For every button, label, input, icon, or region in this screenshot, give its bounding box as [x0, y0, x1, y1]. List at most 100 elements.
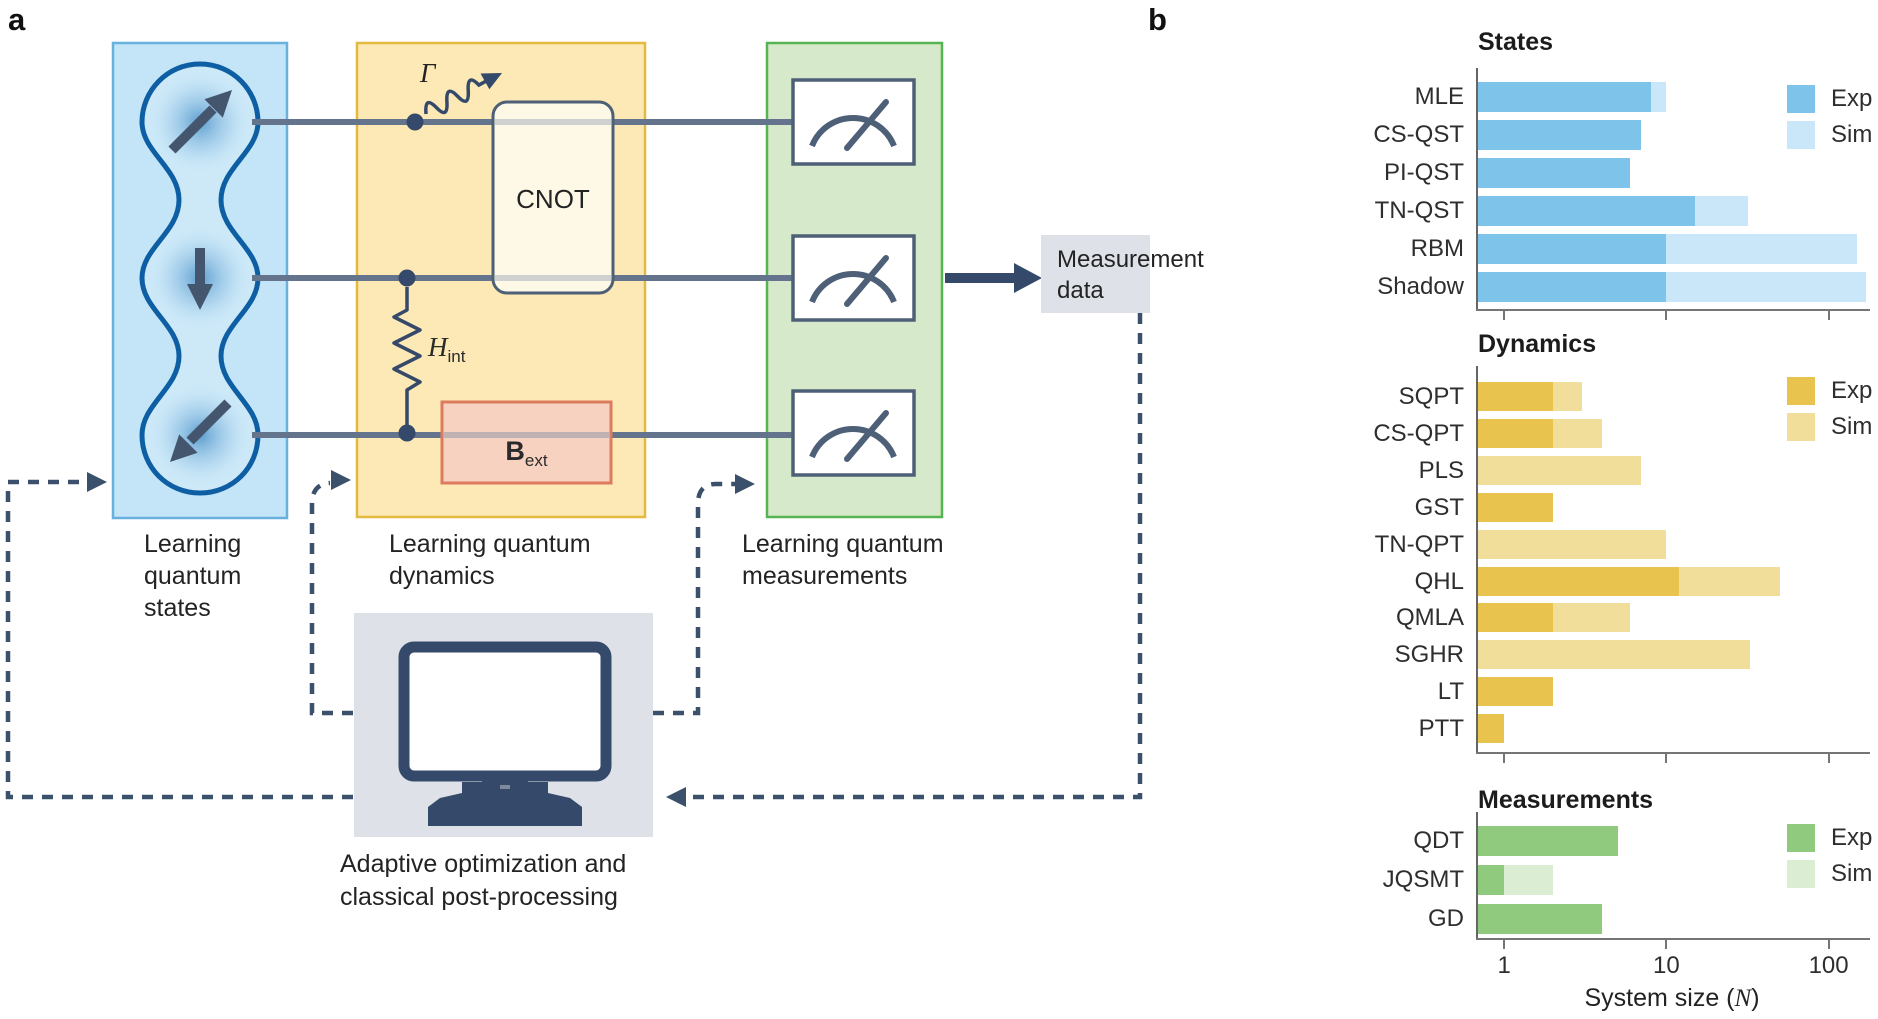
legend-label-exp: Exp: [1831, 85, 1873, 112]
legend-swatch-sim: [1787, 413, 1815, 441]
spin-up-right-arrowhead-icon: [204, 90, 232, 118]
legend-swatch-exp: [1787, 377, 1815, 405]
feedback-arrowhead-icon: [666, 787, 686, 807]
monitor-icon: [398, 641, 612, 826]
data-arrowhead-icon: [1014, 263, 1042, 293]
row-label: QMLA: [1395, 604, 1464, 631]
chart-x-axis: [1476, 938, 1870, 940]
meter-dial-icon: [809, 425, 897, 459]
x-tick-mark: [1827, 940, 1830, 949]
bar-sim: [1666, 272, 1866, 302]
bar-exp: [1478, 234, 1667, 264]
states-caption: Learning quantum states: [144, 530, 242, 622]
bar-exp: [1478, 272, 1667, 302]
cnot-label: CNOT: [516, 184, 590, 214]
bext-label: Bext: [442, 436, 611, 471]
bar-exp: [1478, 382, 1553, 411]
bar-exp: [1478, 567, 1680, 596]
x-tick-mark: [1503, 311, 1506, 320]
chart-left-spine: [1476, 68, 1478, 311]
meter-needle-icon: [844, 99, 889, 151]
bar-exp: [1478, 419, 1553, 448]
feedback-to-dynamics-path: [309, 480, 353, 716]
meter-dial-icon: [809, 114, 897, 148]
meters: [791, 78, 916, 477]
x-tick-mark: [1827, 754, 1830, 763]
bar-exp: [1478, 603, 1553, 632]
spin-down-left-arrowhead-icon: [170, 434, 198, 462]
chart-left-spine: [1476, 366, 1478, 754]
legend-swatch-sim: [1787, 121, 1815, 149]
panel-a-schematic: [5, 41, 1150, 837]
bar-sim: [1666, 234, 1858, 264]
meter-box: [791, 389, 916, 477]
row-label: QDT: [1413, 827, 1464, 854]
feedback-arrowhead-icon: [331, 470, 351, 490]
row-label: SQPT: [1398, 383, 1464, 410]
bar-exp: [1478, 904, 1602, 934]
spin-up-right-arrow-icon: [168, 105, 217, 154]
bar-exp: [1478, 714, 1505, 743]
x-tick-label: 10: [1653, 952, 1680, 979]
wire-node: [398, 269, 416, 287]
panel-b-letter: b: [1148, 2, 1167, 37]
wire-node: [406, 113, 424, 131]
legend-label-sim: Sim: [1831, 121, 1873, 148]
bar-exp: [1478, 865, 1505, 895]
external-field-box: [440, 400, 613, 485]
bar-exp: [1478, 158, 1631, 188]
meter-needle-icon: [844, 410, 889, 462]
row-label: SGHR: [1394, 641, 1464, 668]
row-label: CS-QPT: [1373, 420, 1464, 447]
bar-sim: [1650, 82, 1667, 112]
row-label: Shadow: [1377, 273, 1464, 300]
legend-swatch-exp: [1787, 85, 1815, 113]
hint-label: Hint: [428, 332, 465, 367]
legend-label-exp: Exp: [1831, 377, 1873, 404]
row-label: TN-QPT: [1374, 531, 1464, 558]
bar-exp: [1478, 677, 1553, 706]
computer-caption: Adaptive optimization and classical post…: [340, 850, 627, 911]
bar-sim: [1478, 456, 1642, 485]
spin-down-arrowhead-icon: [187, 284, 213, 310]
wire-node: [398, 424, 416, 442]
measurement-data-box: [1041, 235, 1150, 313]
chart-left-spine: [1476, 812, 1478, 940]
meter-box: [791, 234, 916, 322]
meter-needle-icon: [844, 255, 889, 307]
bar-exp: [1478, 196, 1695, 226]
x-axis-label: System size (N): [1584, 984, 1760, 1012]
bar-exp: [1478, 826, 1618, 856]
row-label: CS-QST: [1373, 121, 1464, 148]
legend-label-sim: Sim: [1831, 413, 1873, 440]
row-label: QHL: [1414, 568, 1464, 595]
bar-exp: [1478, 82, 1651, 112]
feedback-arrowhead-icon: [735, 474, 755, 494]
legend-label-sim: Sim: [1831, 860, 1873, 887]
row-label: JQSMT: [1382, 866, 1464, 893]
row-label: LT: [1437, 678, 1464, 705]
row-label: GD: [1428, 905, 1464, 932]
states-chart-title: States: [1478, 28, 1554, 56]
coupling-resistor-icon: [392, 287, 422, 433]
x-tick-mark: [1503, 940, 1506, 949]
hint-symbol: H: [428, 332, 448, 362]
measurement-data-label: Measurement data: [1057, 246, 1204, 304]
row-label: TN-QST: [1374, 197, 1464, 224]
dynamics-chart-title: Dynamics: [1478, 330, 1597, 358]
row-label: PI-QST: [1383, 159, 1464, 186]
x-tick-mark: [1665, 754, 1668, 763]
spin-down-left-arrow-icon: [186, 399, 232, 445]
x-tick-mark: [1827, 311, 1830, 320]
gamma-label: Γ: [420, 58, 436, 88]
chart-x-axis: [1476, 752, 1870, 754]
row-label: PTT: [1418, 715, 1464, 742]
x-tick-mark: [1665, 940, 1668, 949]
bar-exp: [1478, 493, 1553, 522]
bar-sim: [1478, 640, 1751, 669]
bar-sim: [1504, 865, 1553, 895]
x-tick-mark: [1665, 311, 1668, 320]
row-label: GST: [1414, 494, 1464, 521]
